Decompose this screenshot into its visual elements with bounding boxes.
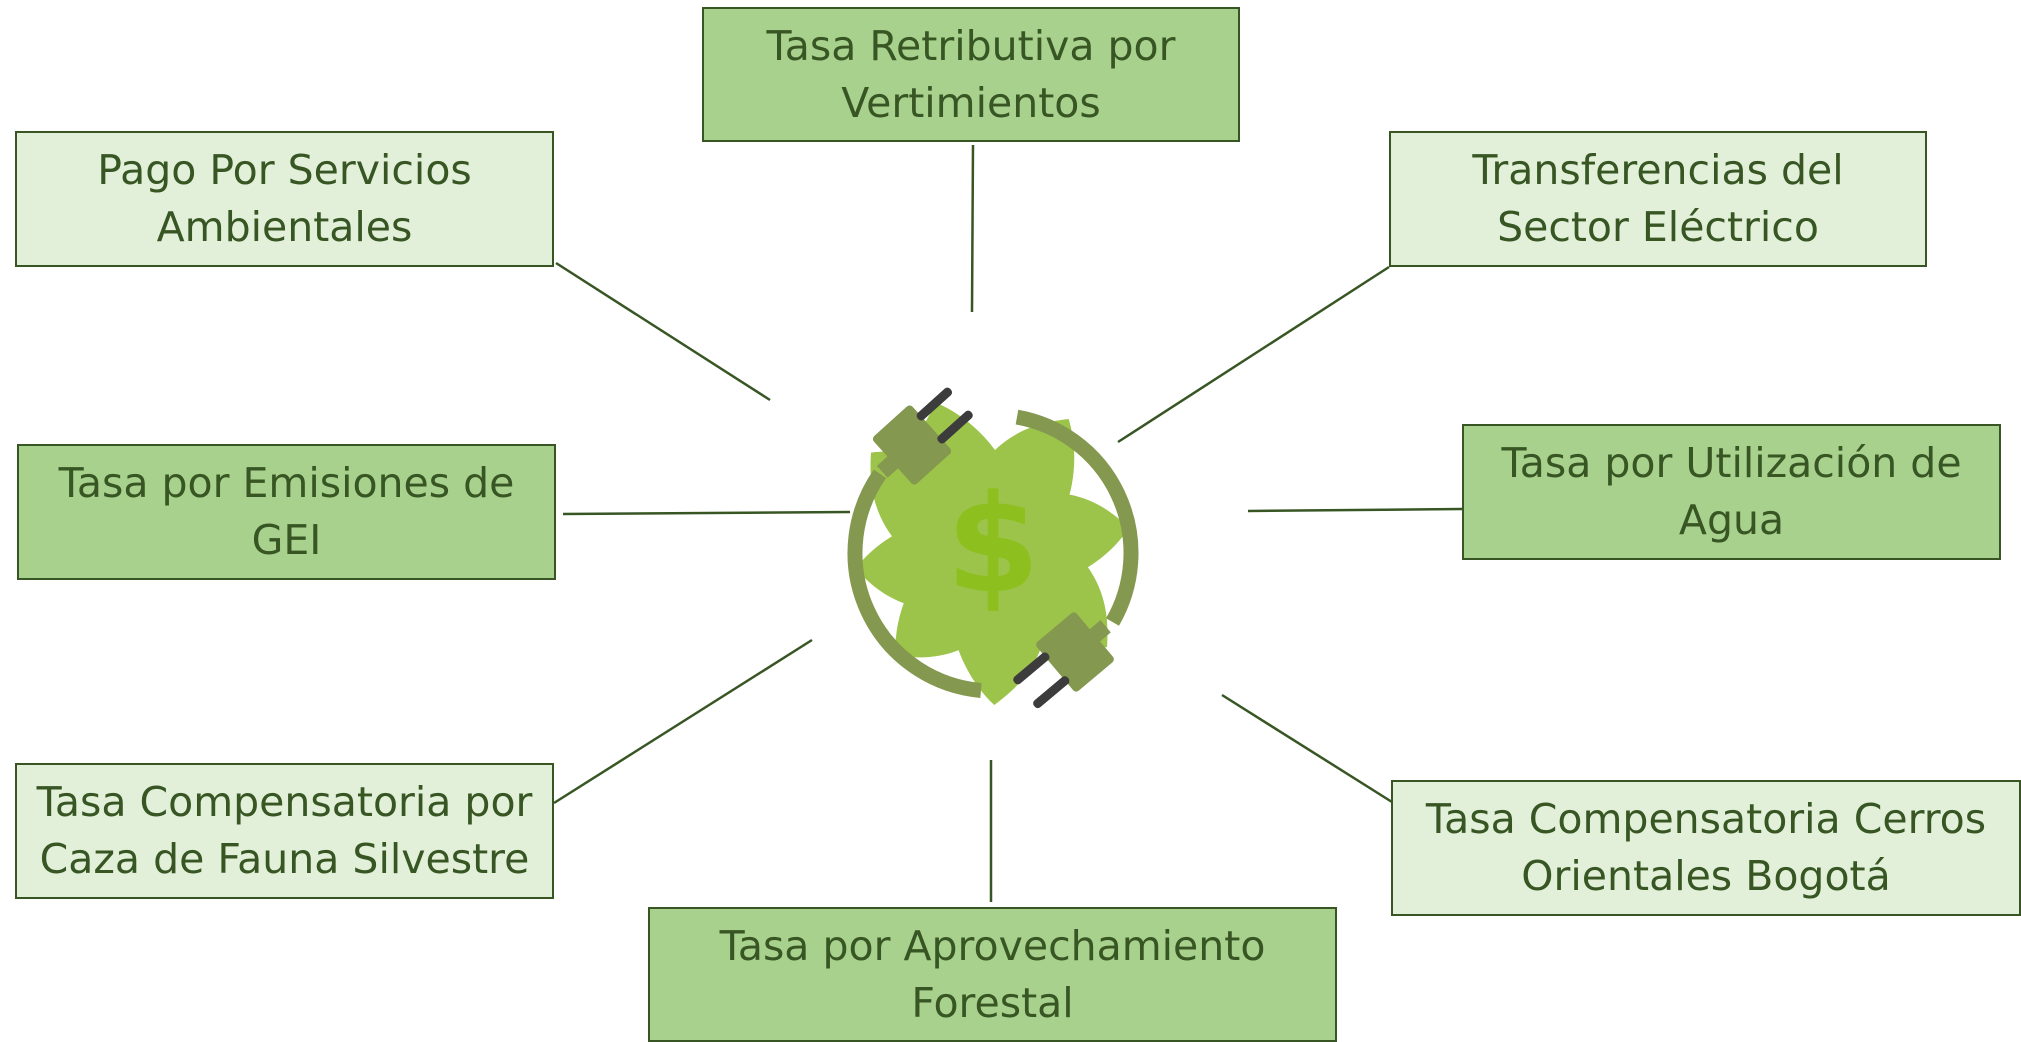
node-pago-servicios-ambientales: Pago Por Servicios Ambientales <box>15 131 554 267</box>
node-label: Transferencias del Sector Eléctrico <box>1472 146 1844 251</box>
node-label: Tasa Retributiva por Vertimientos <box>766 21 1176 127</box>
plug-prong <box>937 410 973 444</box>
plug-prong <box>1013 652 1050 685</box>
plug-cable-end <box>876 455 900 478</box>
node-label: Tasa Compensatoria por Caza de Fauna Sil… <box>36 778 533 883</box>
connector-line <box>553 638 813 805</box>
node-transferencias-sector-electrico: Transferencias del Sector Eléctrico <box>1389 131 1927 267</box>
leaf-wreath-plug-dollar-icon: $ <box>847 387 1139 709</box>
node-tasa-utilizacion-agua: Tasa por Utilización de Agua <box>1462 424 2001 560</box>
connector-line <box>562 510 851 516</box>
plug-body <box>1036 612 1114 692</box>
cable-ring <box>847 469 982 698</box>
node-tasa-cerros-orientales: Tasa Compensatoria Cerros Orientales Bog… <box>1391 780 2021 916</box>
plug-prong <box>1033 676 1070 709</box>
plug-prong <box>916 387 953 421</box>
node-label: Tasa por Utilización de Agua <box>1501 439 1962 544</box>
node-tasa-emisiones-gei: Tasa por Emisiones de GEI <box>17 444 556 580</box>
plug-body <box>872 405 952 485</box>
connector-line <box>1247 507 1463 513</box>
node-label: Pago Por Servicios Ambientales <box>97 146 472 251</box>
connector-lines <box>553 144 1463 902</box>
node-tasa-aprovechamiento-forestal: Tasa por Aprovechamiento Forestal <box>648 907 1337 1042</box>
node-label: Tasa por Emisiones de GEI <box>58 459 515 564</box>
connector-line <box>1117 265 1390 444</box>
connector-line <box>1221 693 1393 804</box>
node-label: Tasa Compensatoria Cerros Orientales Bog… <box>1425 795 1987 900</box>
node-tasa-caza-fauna: Tasa Compensatoria por Caza de Fauna Sil… <box>15 763 554 899</box>
dollar-symbol: $ <box>946 466 1040 623</box>
plug-bottom-icon <box>1013 612 1114 709</box>
connector-line <box>555 261 771 402</box>
node-label: Tasa por Aprovechamiento Forestal <box>719 921 1266 1027</box>
connector-line <box>970 144 975 313</box>
plug-top-icon <box>872 387 973 485</box>
leaf <box>870 451 1020 582</box>
plug-cable-end <box>1088 620 1111 643</box>
node-tasa-retributiva: Tasa Retributiva por Vertimientos <box>702 7 1240 142</box>
cable-ring <box>1015 409 1139 626</box>
